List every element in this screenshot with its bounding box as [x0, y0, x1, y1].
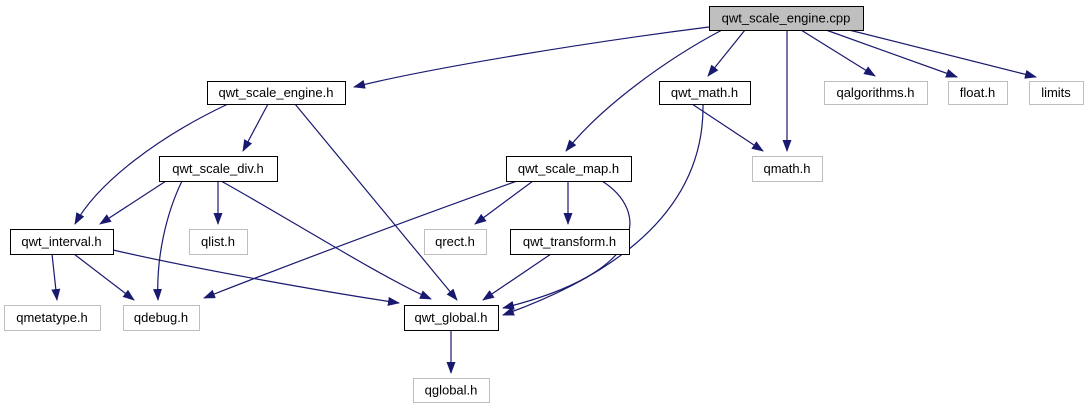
node-label: qalgorithms.h — [836, 85, 914, 100]
edge-qwt-interval-h-to-qdebug-h — [73, 253, 135, 301]
edge-qwt-scale-engine-cpp-to-qwt-math-h — [707, 29, 746, 77]
node-qwt-global-h[interactable]: qwt_global.h — [404, 305, 499, 331]
node-label: qwt_scale_engine.h — [219, 85, 334, 100]
edge-qwt-scale-map-h-to-qrect-h — [474, 180, 534, 225]
node-box — [404, 305, 499, 331]
node-label: qrect.h — [435, 234, 475, 249]
node-limits[interactable]: limits — [1029, 81, 1084, 105]
node-qwt-transform-h[interactable]: qwt_transform.h — [510, 229, 630, 255]
node-qwt-scale-engine-cpp[interactable]: qwt_scale_engine.cpp — [709, 6, 864, 31]
node-box — [123, 305, 200, 331]
node-label: qwt_transform.h — [523, 234, 616, 249]
node-qwt-math-h[interactable]: qwt_math.h — [659, 81, 751, 105]
node-box — [948, 81, 1008, 105]
node-box — [506, 156, 632, 182]
node-qwt-scale-engine-h[interactable]: qwt_scale_engine.h — [207, 81, 346, 105]
node-qalgorithms-h[interactable]: qalgorithms.h — [824, 81, 928, 105]
node-box — [207, 81, 346, 105]
node-qmetatype-h[interactable]: qmetatype.h — [4, 305, 101, 331]
node-box — [824, 81, 928, 105]
node-label: qlist.h — [201, 234, 235, 249]
node-label: qwt_scale_div.h — [172, 161, 264, 176]
edge-qwt-interval-h-to-qwt-global-h — [112, 249, 400, 306]
node-label: qmath.h — [764, 161, 811, 176]
node-label: qwt_scale_map.h — [518, 161, 619, 176]
node-label: float.h — [960, 85, 995, 100]
edge-qwt-scale-div-h-to-qwt-interval-h — [99, 180, 167, 225]
node-box — [159, 156, 278, 182]
edge-qwt-scale-engine-cpp-to-limits — [848, 29, 1037, 79]
edge-qwt-scale-engine-h-to-qwt-interval-h — [74, 103, 229, 225]
node-label: qwt_math.h — [671, 85, 738, 100]
node-qmath-h[interactable]: qmath.h — [752, 156, 823, 182]
node-box — [424, 229, 487, 255]
edge-qwt-scale-engine-cpp-to-qwt-scale-engine-h — [353, 26, 710, 89]
edge-qwt-scale-engine-cpp-to-float-h — [825, 29, 958, 78]
node-qdebug-h[interactable]: qdebug.h — [123, 305, 200, 331]
edge-qwt-transform-h-to-qwt-global-h — [482, 253, 552, 301]
edge-qwt-scale-engine-h-to-qwt-global-h — [294, 103, 458, 301]
node-box — [659, 81, 751, 105]
edge-qwt-math-h-to-qwt-global-h — [502, 103, 704, 316]
node-qrect-h[interactable]: qrect.h — [424, 229, 487, 255]
edge-qwt-scale-div-h-to-qwt-global-h — [220, 180, 432, 300]
edge-qwt-scale-engine-h-to-qwt-scale-div-h — [242, 103, 269, 152]
node-box — [510, 229, 630, 255]
node-box — [10, 229, 114, 255]
edge-layer — [51, 26, 1037, 374]
node-label: limits — [1041, 85, 1071, 100]
edge-qwt-scale-engine-cpp-to-qalgorithms-h — [800, 29, 876, 77]
node-box — [4, 305, 101, 331]
node-label: qdebug.h — [134, 310, 188, 325]
node-box — [189, 229, 248, 255]
edge-qwt-scale-div-h-to-qdebug-h — [152, 180, 183, 301]
node-qwt-scale-map-h[interactable]: qwt_scale_map.h — [506, 156, 632, 182]
node-box — [1029, 81, 1084, 105]
node-label: qglobal.h — [425, 383, 478, 398]
node-box — [709, 6, 864, 31]
node-label: qmetatype.h — [16, 310, 88, 325]
node-qglobal-h[interactable]: qglobal.h — [413, 378, 490, 403]
node-qlist-h[interactable]: qlist.h — [189, 229, 248, 255]
node-label: qwt_scale_engine.cpp — [722, 11, 851, 26]
node-box — [413, 378, 490, 403]
node-label: qwt_global.h — [415, 310, 488, 325]
edge-qwt-interval-h-to-qmetatype-h — [51, 253, 61, 301]
node-label: qwt_interval.h — [21, 234, 101, 249]
node-qwt-interval-h[interactable]: qwt_interval.h — [10, 229, 114, 255]
node-qwt-scale-div-h[interactable]: qwt_scale_div.h — [159, 156, 278, 182]
edge-qwt-scale-engine-cpp-to-qwt-scale-map-h — [565, 29, 723, 152]
node-box — [752, 156, 823, 182]
edge-qwt-math-h-to-qmath-h — [691, 103, 764, 152]
edge-qwt-scale-map-h-to-qdebug-h — [203, 180, 518, 299]
node-float-h[interactable]: float.h — [948, 81, 1008, 105]
